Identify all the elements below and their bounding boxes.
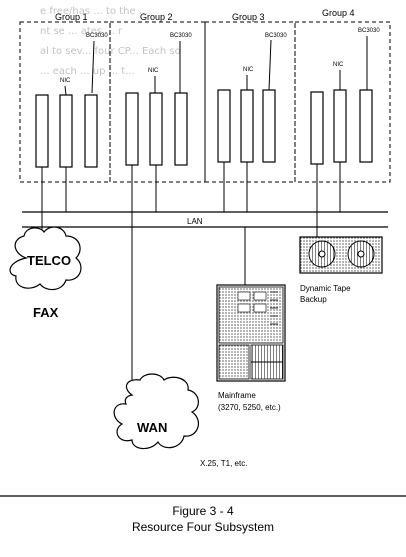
group-1-board-nic	[59, 94, 73, 168]
mainframe-label-line2: (3270, 5250, etc.)	[218, 403, 281, 412]
group-2-nic-label: NIC	[148, 68, 159, 74]
tape-label-line1: Dynamic Tape	[300, 284, 351, 293]
group-4-board-nic	[333, 89, 347, 163]
group-2-board-nic	[149, 92, 163, 166]
group-1-board-label: BC3030	[86, 33, 108, 39]
lan-label: LAN	[187, 217, 203, 226]
wan-cloud	[113, 373, 200, 450]
group-4-board-bc3030	[359, 89, 373, 163]
group-2-board-label: BC3030	[170, 33, 192, 39]
mainframe-icon	[216, 284, 286, 382]
background-text-4: ... each ... up ... t...	[40, 66, 135, 77]
group-3-board-a	[217, 89, 231, 163]
group-4-label: Group 4	[322, 8, 355, 18]
group-3-nic-label: NIC	[243, 67, 254, 73]
background-text-1: e free/has ... to the ...	[40, 6, 148, 17]
telco-cloud	[9, 226, 82, 291]
background-text-2: nt se ... ates ... r	[40, 26, 123, 37]
wan-sublabel: X.25, T1, etc.	[200, 459, 247, 468]
tape-label-line2: Backup	[300, 295, 327, 304]
group-1-nic-label: NIC	[60, 78, 71, 84]
group-4-board-a	[310, 91, 324, 165]
group-2-board-a	[125, 92, 139, 166]
tape-backup-icon	[299, 236, 383, 274]
group-3-board-bc3030	[262, 89, 276, 163]
group-2-board-bc3030	[174, 92, 188, 166]
group-4-board-label: BC3030	[358, 28, 380, 34]
wan-label: WAN	[137, 420, 167, 435]
mainframe-label-line1: Mainframe	[218, 391, 256, 400]
lan-bus	[22, 211, 388, 228]
group-3-board-nic	[240, 89, 254, 163]
group-1-board-a	[35, 94, 49, 168]
telco-label: TELCO	[27, 253, 71, 268]
group-3-label: Group 3	[232, 12, 265, 22]
fax-label: FAX	[33, 305, 59, 320]
group-4-nic-label: NIC	[333, 62, 344, 68]
group-4-frame	[294, 21, 391, 183]
group-2-label: Group 2	[140, 12, 173, 22]
group-1-board-bc3030	[84, 94, 98, 168]
group-1-label: Group 1	[55, 12, 88, 22]
figure-title: Resource Four Subsystem	[131, 520, 275, 534]
group-3-board-label: BC3030	[265, 33, 287, 39]
figure-number: Figure 3 - 4	[172, 504, 234, 518]
